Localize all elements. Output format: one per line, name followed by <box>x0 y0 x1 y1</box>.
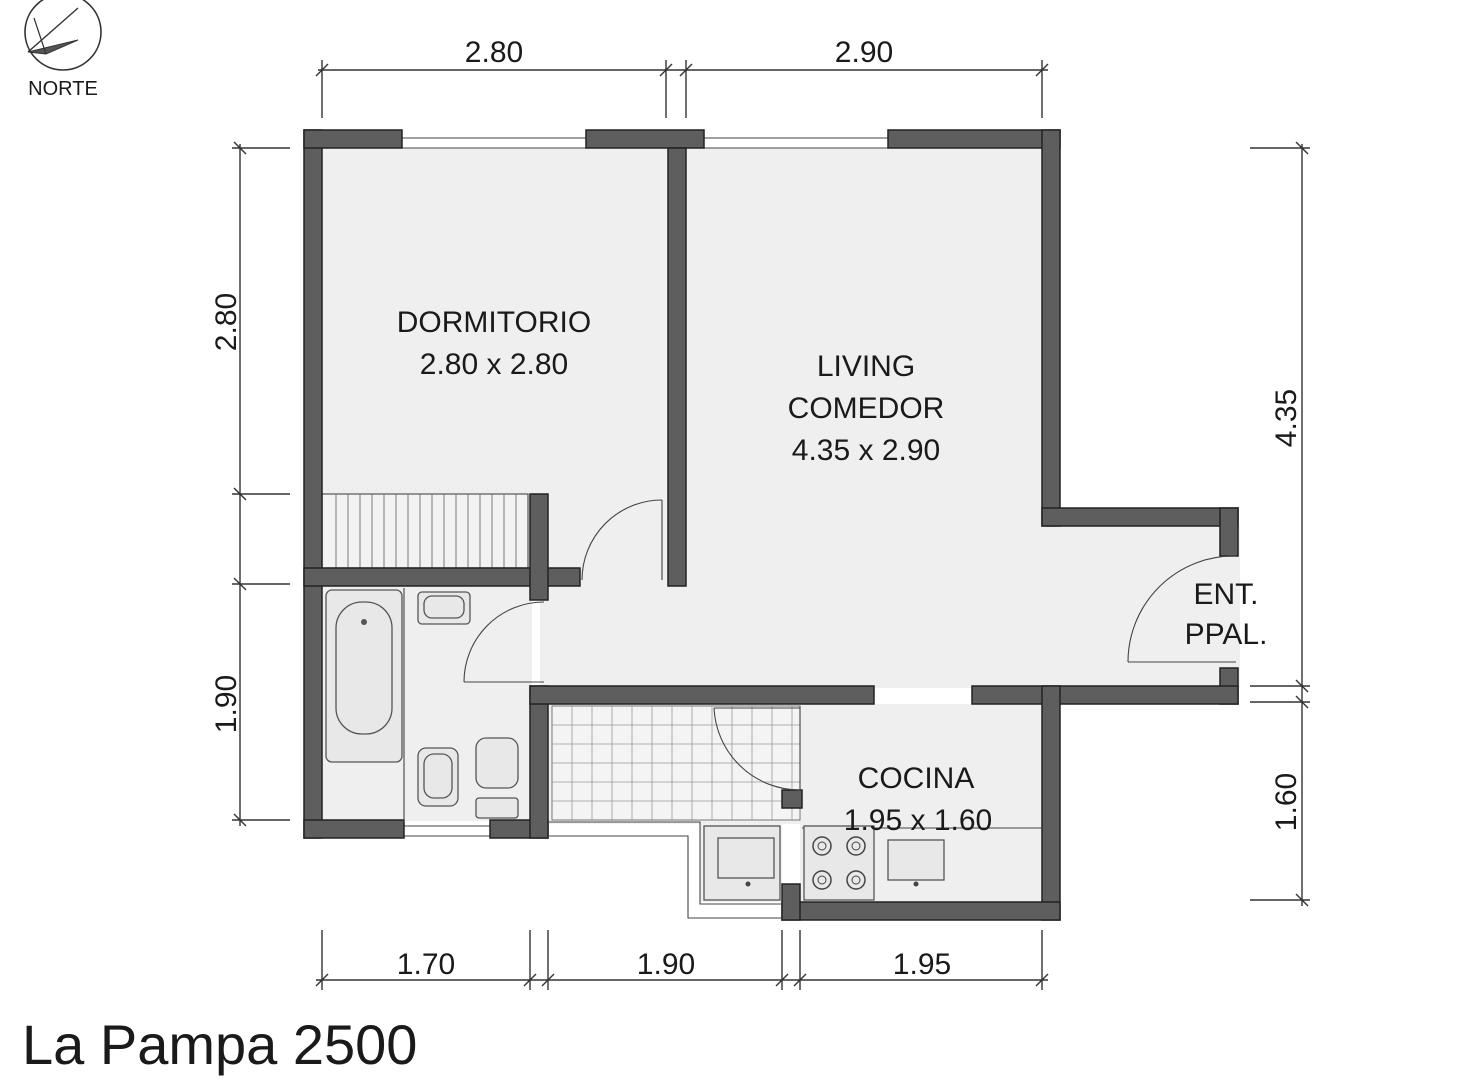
dim-right-upper: 4.35 <box>1270 389 1303 447</box>
room-dormitorio-name: DORMITORIO <box>397 306 591 339</box>
dim-left-upper: 2.80 <box>210 293 243 351</box>
windows <box>402 137 888 837</box>
north-label: NORTE <box>28 78 98 100</box>
bidet <box>475 737 519 789</box>
plan-title: La Pampa 2500 <box>22 1013 417 1076</box>
room-cocina-size: 1.95 x 1.60 <box>844 804 992 837</box>
room-entrada-line2: PPAL. <box>1185 618 1268 651</box>
room-entrada-line1: ENT. <box>1193 578 1258 611</box>
dim-left-lower: 1.90 <box>210 675 243 733</box>
walls <box>303 129 1239 921</box>
room-living-size: 4.35 x 2.90 <box>792 434 940 467</box>
dim-bottom-1: 1.70 <box>397 948 455 981</box>
dim-bottom-2: 1.90 <box>637 948 695 981</box>
room-living-name-2: COMEDOR <box>788 392 945 425</box>
dim-right-lower: 1.60 <box>1270 773 1303 831</box>
lavadero-outline <box>548 821 782 919</box>
kitchen-tile-grid <box>551 705 801 821</box>
hall-floor <box>540 526 1240 688</box>
north-compass <box>24 0 102 71</box>
room-living-name-1: LIVING <box>817 350 915 383</box>
room-dormitorio-size: 2.80 x 2.80 <box>420 348 568 381</box>
dimension-lines <box>232 60 1310 990</box>
room-cocina-name: COCINA <box>858 762 975 795</box>
bathroom-fixtures <box>325 588 519 822</box>
dim-bottom-3: 1.95 <box>893 948 951 981</box>
kitchen-fixtures <box>703 825 1042 901</box>
doors <box>463 499 1237 791</box>
kitchen-sink <box>887 839 945 881</box>
dim-top-right: 2.90 <box>835 36 893 69</box>
dim-top-left: 2.80 <box>465 36 523 69</box>
closet <box>321 493 529 569</box>
stove <box>803 825 875 901</box>
